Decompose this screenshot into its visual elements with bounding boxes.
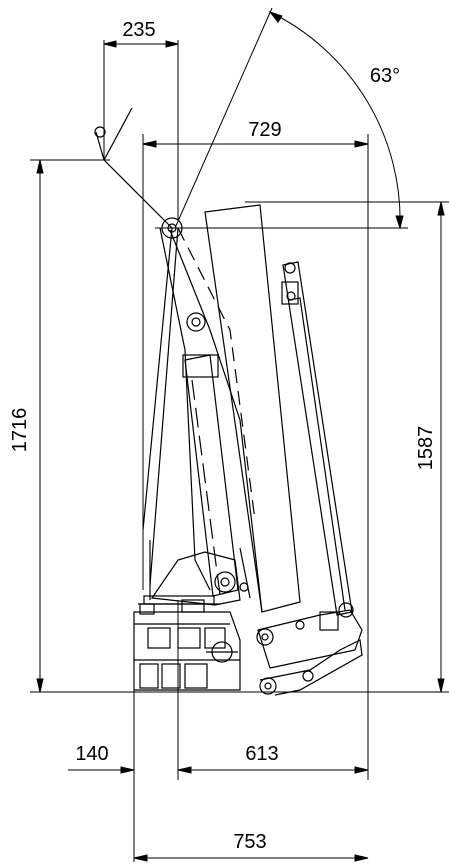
label-folded-height: 1587 (415, 426, 437, 471)
label-overall-length: 753 (233, 831, 266, 853)
label-top-offset: 235 (122, 19, 155, 41)
label-rear-offset: 140 (75, 743, 108, 765)
label-reach-width: 729 (248, 119, 281, 141)
crane-body (94, 107, 363, 696)
dimension-lines (30, 7, 449, 862)
crane-base (133, 540, 241, 691)
label-overall-height: 1716 (9, 408, 31, 453)
label-front-length: 613 (245, 743, 278, 765)
label-boom-angle: 63° (370, 65, 400, 87)
